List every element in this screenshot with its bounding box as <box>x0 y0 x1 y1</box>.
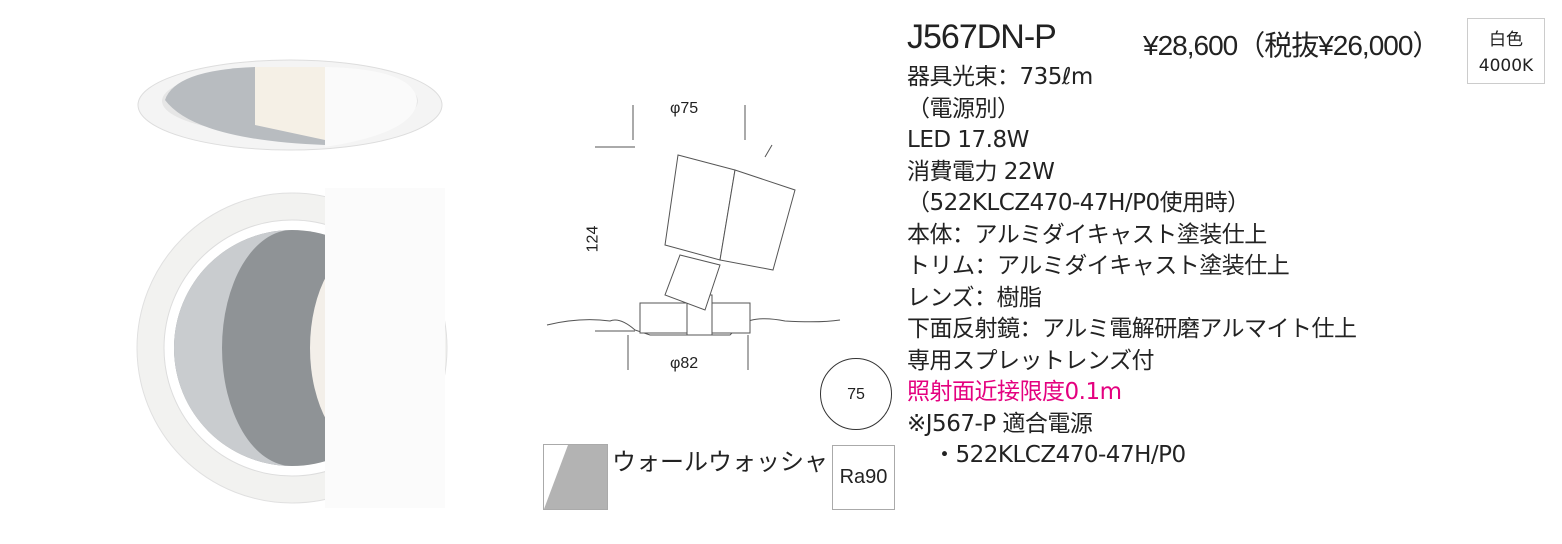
spec-line: LED 17.8W <box>907 127 1029 153</box>
spec-line: （522KLCZ470-47H/P0使用時） <box>907 190 1250 216</box>
spec-line: 器具光束：735ℓm <box>907 64 1093 90</box>
light-type: ウォールウォッシャ <box>612 448 828 476</box>
dim-bottom-diameter: φ82 <box>670 355 699 372</box>
power-model: ・522KLCZ470-47H/P0 <box>933 442 1186 468</box>
cutout-dim: 75 <box>847 386 865 403</box>
spec-line: 本体：アルミダイキャスト塗装仕上 <box>907 221 1267 248</box>
dimension-drawing <box>546 105 841 370</box>
spec-line: 専用スプレットレンズ付 <box>907 347 1155 374</box>
spec-line: （電源別） <box>907 95 1020 122</box>
ra-badge: Ra90 <box>832 445 895 510</box>
product-photo-front <box>136 188 448 508</box>
spec-line: レンズ：樹脂 <box>907 284 1042 311</box>
power-note: ※J567-P 適合電源 <box>907 410 1093 437</box>
color-temp: 4000K <box>1478 56 1534 76</box>
spec-list: 器具光束：735ℓm （電源別） LED 17.8W 消費電力 22W （522… <box>907 62 1357 472</box>
spec-line: トリム：アルミダイキャスト塗装仕上 <box>907 253 1290 279</box>
model-number: J567DN-P <box>907 18 1057 56</box>
dim-top-diameter: φ75 <box>670 100 699 117</box>
cutout-circle: 75 <box>820 358 892 430</box>
dim-height: 124 <box>584 225 602 253</box>
product-photo-side <box>137 59 443 151</box>
color-label: 白色 <box>1489 30 1523 50</box>
price: ¥28,600（税抜¥26,000） <box>1143 30 1440 61</box>
spec-line: 消費電力 22W <box>907 158 1055 185</box>
wallwasher-icon <box>543 444 608 510</box>
spec-line: 下面反射鏡：アルミ電解研磨アルマイト仕上 <box>907 316 1357 342</box>
color-badge: 白色 4000K <box>1467 18 1545 84</box>
proximity-warning: 照射面近接限度0.1m <box>907 379 1122 405</box>
